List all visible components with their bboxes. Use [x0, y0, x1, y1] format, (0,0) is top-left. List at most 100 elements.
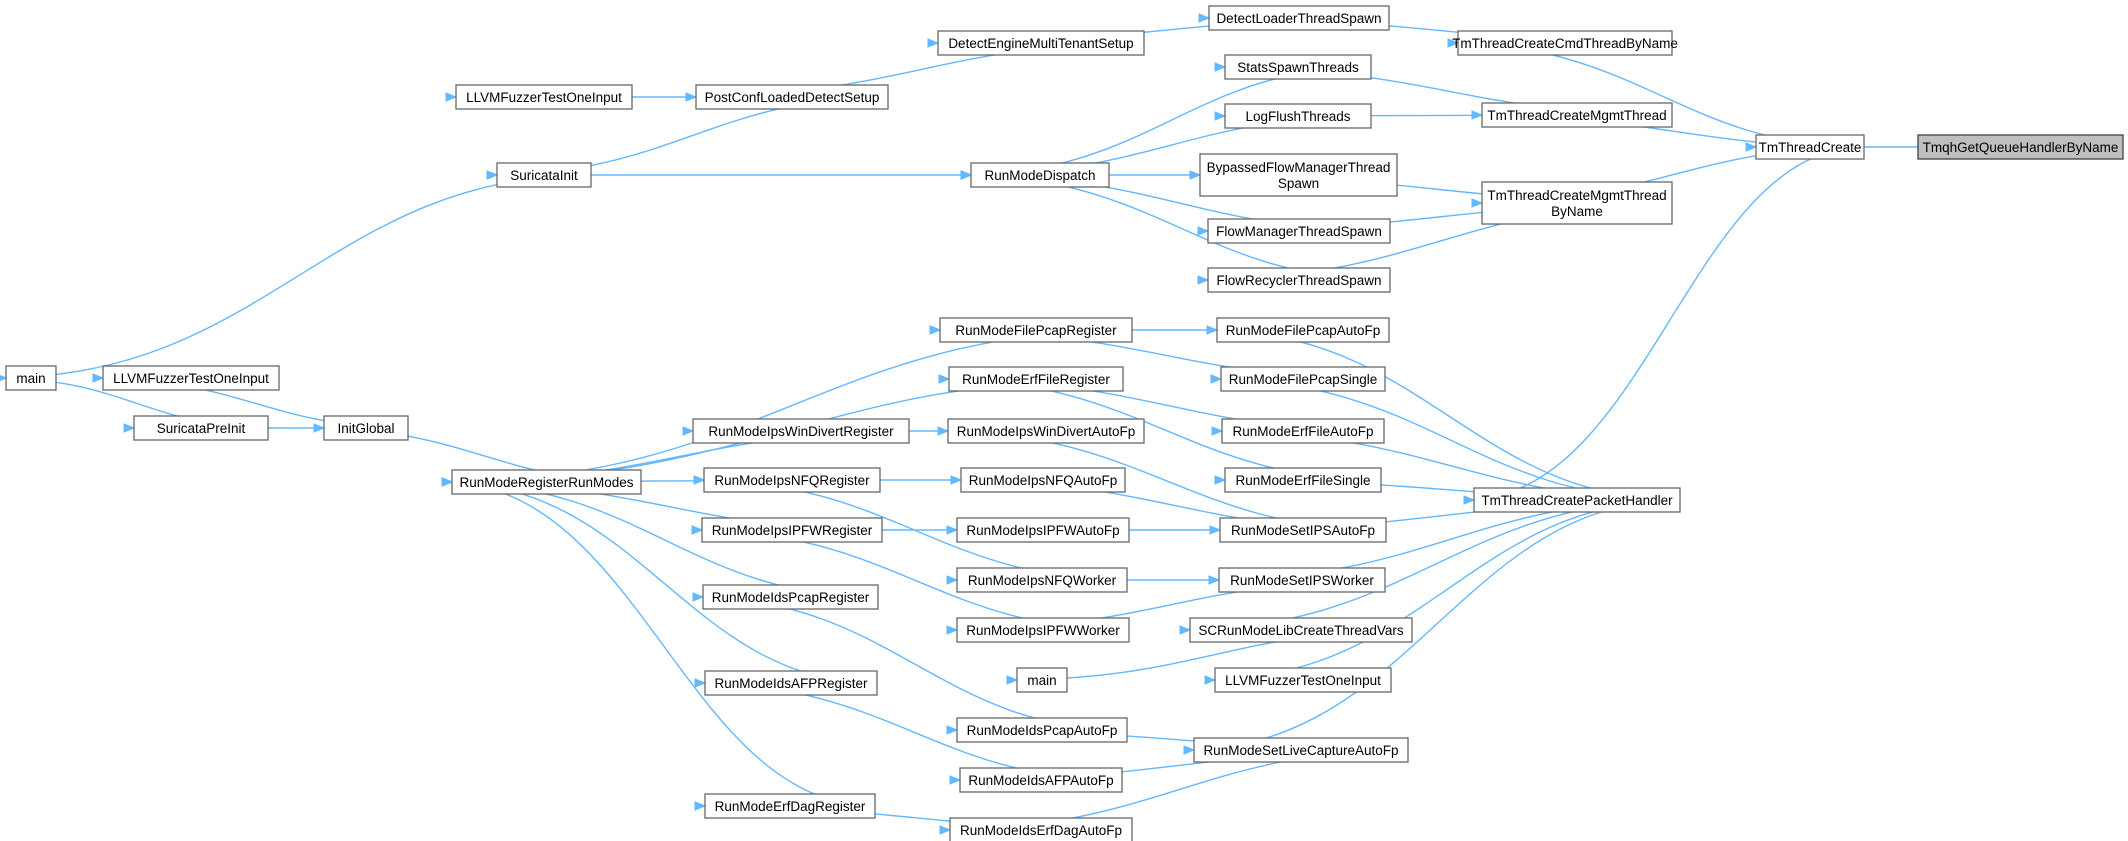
edge-arrowhead	[946, 575, 959, 585]
node-label: TmqhGetQueueHandlerByName	[1923, 140, 2119, 155]
edge-arrowhead	[445, 92, 458, 102]
node-box	[959, 767, 1123, 793]
node-runmodeipsnfqworker[interactable]: RunModeIpsNFQWorker	[956, 567, 1128, 593]
node-runmodefilepcapsingle[interactable]: RunModeFilePcapSingle	[1220, 366, 1386, 392]
edge-arrowhead	[694, 678, 707, 688]
node-scrunmodelibcreatethreadvars[interactable]: SCRunModeLibCreateThreadVars	[1189, 617, 1413, 643]
node-runmodeidspcapregister[interactable]: RunModeIdsPcapRegister	[702, 584, 879, 610]
node-box	[703, 467, 881, 493]
node-box	[1457, 30, 1673, 56]
node-runmodeidserfdagautofp[interactable]: RunModeIdsErfDagAutoFp	[949, 817, 1133, 841]
node-flowmanagerthreadspawn[interactable]: FlowManagerThreadSpawn	[1207, 218, 1391, 244]
node-box	[956, 617, 1130, 643]
node-logflushthreads[interactable]: LogFlushThreads	[1224, 103, 1372, 129]
node-statsspawnthreads[interactable]: StatsSpawnThreads	[1224, 54, 1372, 80]
edge-arrowhead	[949, 775, 962, 785]
node-label: PostConfLoadedDetectSetup	[705, 90, 880, 105]
node-runmodeidsafpregister[interactable]: RunModeIdsAFPRegister	[704, 670, 878, 696]
node-runmoderegisterrunmodes[interactable]: RunModeRegisterRunModes	[451, 469, 642, 495]
node-box	[939, 317, 1133, 343]
edge-arrowhead	[1206, 325, 1219, 335]
node-label: RunModeIpsWinDivertAutoFp	[957, 424, 1136, 439]
node-label: FlowManagerThreadSpawn	[1216, 224, 1382, 239]
node-llvmfuzzertestoneinput[interactable]: LLVMFuzzerTestOneInput	[1214, 667, 1392, 693]
edge-arrowhead	[1204, 675, 1217, 685]
node-label: RunModeSetIPSWorker	[1230, 573, 1374, 588]
node-label: DetectEngineMultiTenantSetup	[948, 36, 1133, 51]
edge-arrowhead	[1209, 525, 1222, 535]
node-tmthreadcreatemgmtthread[interactable]: TmThreadCreateMgmtThread	[1481, 102, 1673, 128]
node-box	[1193, 737, 1409, 763]
node-box	[970, 162, 1110, 188]
edge-arrowhead	[441, 477, 454, 487]
node-label: RunModeIdsPcapAutoFp	[967, 723, 1118, 738]
edge-arrowhead	[937, 426, 950, 436]
edge-arrowhead	[123, 423, 136, 433]
node-box	[704, 670, 878, 696]
edge-arrowhead	[929, 325, 942, 335]
node-runmodedispatch[interactable]: RunModeDispatch	[970, 162, 1110, 188]
node-box	[702, 584, 879, 610]
node-runmodesetlivecaptureautofp[interactable]: RunModeSetLiveCaptureAutoFp	[1193, 737, 1409, 763]
node-runmodeipsipfwworker[interactable]: RunModeIpsIPFWWorker	[956, 617, 1130, 643]
node-box	[1218, 567, 1386, 593]
node-initglobal[interactable]: InitGlobal	[323, 415, 409, 441]
node-runmodeidspcapautofp[interactable]: RunModeIdsPcapAutoFp	[956, 717, 1128, 743]
edge-arrowhead	[1214, 62, 1227, 72]
node-box	[949, 817, 1133, 841]
node-llvmfuzzertestoneinput[interactable]: LLVMFuzzerTestOneInput	[102, 365, 280, 391]
node-box	[455, 84, 633, 110]
node-runmodeipswindivertautofp[interactable]: RunModeIpsWinDivertAutoFp	[947, 418, 1145, 444]
node-box	[960, 467, 1126, 493]
edge-rmiafpr-to-rmrrm	[441, 481, 878, 684]
node-runmodesetipsautofp[interactable]: RunModeSetIPSAutoFp	[1219, 517, 1387, 543]
node-box	[1219, 517, 1387, 543]
node-tmthreadcreatecmdthreadbyname[interactable]: TmThreadCreateCmdThreadByName	[1452, 30, 1678, 56]
node-runmodeipswindivertregister[interactable]: RunModeIpsWinDivertRegister	[692, 418, 910, 444]
node-detectloaderthreadspawn[interactable]: DetectLoaderThreadSpawn	[1208, 5, 1390, 31]
node-flowrecyclerthreadspawn[interactable]: FlowRecyclerThreadSpawn	[1207, 267, 1391, 293]
node-runmodeipsipfwautofp[interactable]: RunModeIpsIPFWAutoFp	[956, 517, 1130, 543]
node-runmodeerffilesingle[interactable]: RunModeErfFileSingle	[1224, 467, 1382, 493]
node-runmodeipsnfqregister[interactable]: RunModeIpsNFQRegister	[703, 467, 881, 493]
node-llvmfuzzertestoneinput[interactable]: LLVMFuzzerTestOneInput	[455, 84, 633, 110]
node-runmodesetipsworker[interactable]: RunModeSetIPSWorker	[1218, 567, 1386, 593]
edge-arrowhead	[1214, 475, 1227, 485]
node-runmodeerfdagregister[interactable]: RunModeErfDagRegister	[704, 793, 876, 819]
node-runmodeidsafpautofp[interactable]: RunModeIdsAFPAutoFp	[959, 767, 1123, 793]
nodes-layer: TmqhGetQueueHandlerByNameTmThreadCreateT…	[5, 5, 2124, 841]
node-label: SCRunModeLibCreateThreadVars	[1198, 623, 1404, 638]
node-postconfloadeddetectsetup[interactable]: PostConfLoadedDetectSetup	[695, 84, 889, 110]
node-suricatapreinit[interactable]: SuricataPreInit	[133, 415, 269, 441]
node-runmodeipsnfqautofp[interactable]: RunModeIpsNFQAutoFp	[960, 467, 1126, 493]
edge-arrowhead	[692, 592, 705, 602]
node-box	[1189, 617, 1413, 643]
node-main[interactable]: main	[1016, 667, 1068, 693]
node-box	[1224, 103, 1372, 129]
edge-arrowhead	[1197, 275, 1210, 285]
edge-sinit-to-main1	[0, 174, 592, 379]
node-tmqhgetqueuehandlerbyname: TmqhGetQueueHandlerByName	[1917, 134, 2124, 160]
edge-arrowhead	[938, 374, 951, 384]
edge-arrowhead	[691, 525, 704, 535]
node-runmodeerffileautofp[interactable]: RunModeErfFileAutoFp	[1221, 418, 1385, 444]
node-runmodefilepcapregister[interactable]: RunModeFilePcapRegister	[939, 317, 1133, 343]
node-box	[1224, 467, 1382, 493]
node-runmodefilepcapautofp[interactable]: RunModeFilePcapAutoFp	[1216, 317, 1390, 343]
node-detectenginemultitenantsetup[interactable]: DetectEngineMultiTenantSetup	[937, 30, 1145, 56]
node-box	[1481, 181, 1673, 225]
node-suricatainit[interactable]: SuricataInit	[496, 162, 592, 188]
node-box	[1221, 418, 1385, 444]
node-runmodeipsipfwregister[interactable]: RunModeIpsIPFWRegister	[701, 517, 883, 543]
node-label: TmThreadCreateMgmtThread	[1487, 108, 1666, 123]
node-label: RunModeIdsPcapRegister	[712, 590, 870, 605]
node-main[interactable]: main	[5, 365, 57, 391]
node-runmodeerffileregister[interactable]: RunModeErfFileRegister	[948, 366, 1124, 392]
edge-arrowhead	[1745, 142, 1758, 152]
node-tmthreadcreatepackethandler[interactable]: TmThreadCreatePacketHandler	[1473, 487, 1681, 513]
node-label: RunModeIpsNFQRegister	[714, 473, 870, 488]
edge-arrowhead	[1447, 38, 1460, 48]
node-tmthreadcreate[interactable]: TmThreadCreate	[1755, 134, 1865, 160]
